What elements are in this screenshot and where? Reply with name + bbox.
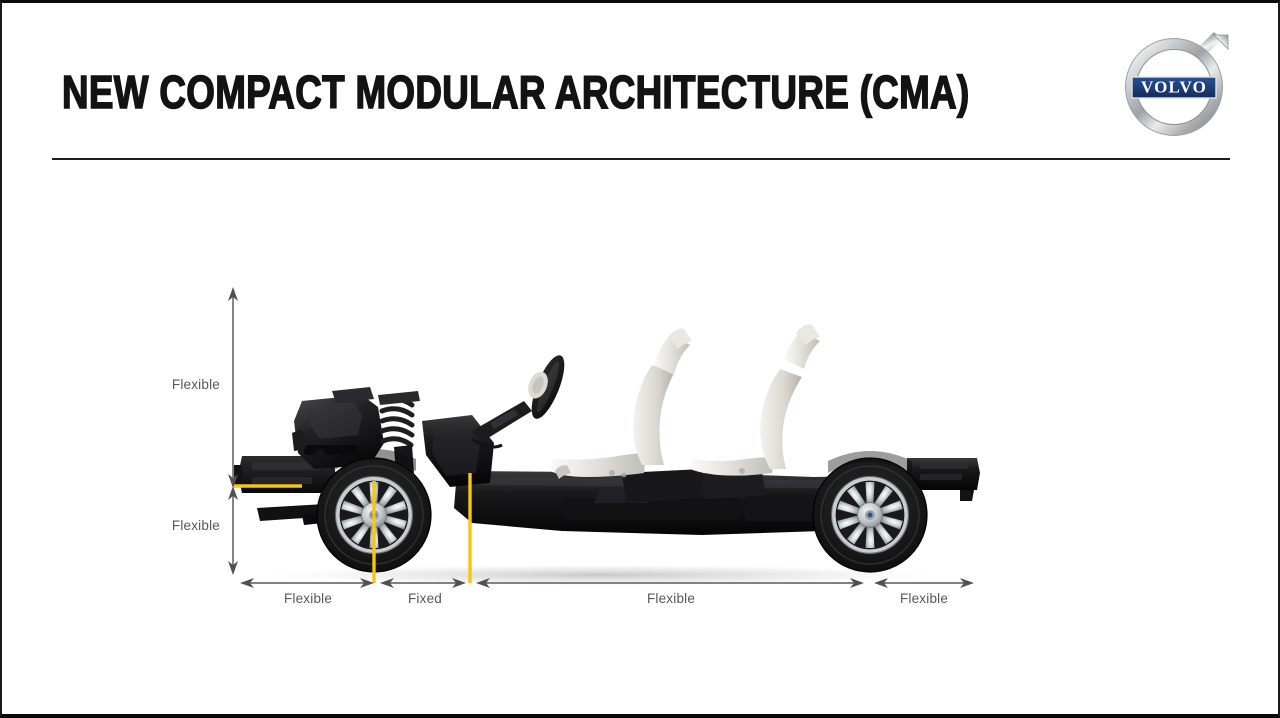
dimension-label-wheelbase: Flexible (646, 591, 696, 606)
dimension-label-vertical-upper: Flexible (171, 377, 220, 392)
dim-horizontal-rear-overhang (874, 578, 974, 588)
dimension-label-front-overhang: Flexible (283, 591, 333, 606)
front-strut (379, 396, 415, 448)
dim-vertical-lower (228, 486, 238, 575)
dim-horizontal-wheelbase (476, 578, 864, 588)
dimension-label-front-fixed: Fixed (407, 591, 442, 606)
dimension-arrows (228, 287, 974, 588)
title-divider (52, 158, 1230, 160)
chassis-illustration (234, 324, 980, 574)
rear-seat (690, 324, 820, 476)
dim-horizontal-front-overhang (240, 578, 374, 588)
steering-column (471, 401, 532, 449)
engine-assembly (292, 387, 384, 469)
dimension-label-rear-overhang: Flexible (899, 591, 949, 606)
cma-platform-diagram: Flexible Flexible Flexible Fixed Flexibl… (2, 3, 1278, 714)
volvo-logo: VOLVO (1122, 29, 1234, 141)
rear-wheel (811, 456, 929, 574)
dimension-label-vertical-lower: Flexible (171, 518, 220, 533)
page-title: NEW COMPACT MODULAR ARCHITECTURE (CMA) (61, 66, 970, 118)
steering-wheel (528, 355, 565, 419)
reference-lines (233, 473, 472, 583)
dim-horizontal-front-fixed (380, 578, 466, 588)
front-seat (550, 328, 692, 479)
dim-vertical-upper (228, 287, 238, 488)
volvo-wordmark: VOLVO (1141, 78, 1207, 97)
